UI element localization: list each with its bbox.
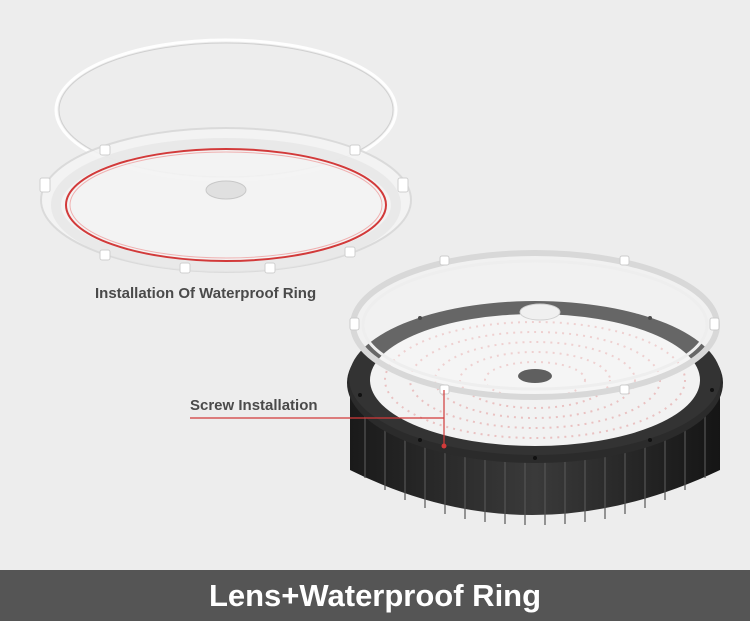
screw-installation-caption: Screw Installation <box>190 397 318 414</box>
banner-title: Lens+Waterproof Ring <box>208 577 542 613</box>
light-fixture-illustration <box>347 250 723 525</box>
waterproof-ring-illustration <box>39 38 412 274</box>
title-banner: Lens+Waterproof Ring <box>0 570 750 621</box>
screw-leader-line <box>190 390 447 449</box>
product-illustration <box>39 38 723 525</box>
ring-installation-caption: Installation Of Waterproof Ring <box>95 285 317 302</box>
